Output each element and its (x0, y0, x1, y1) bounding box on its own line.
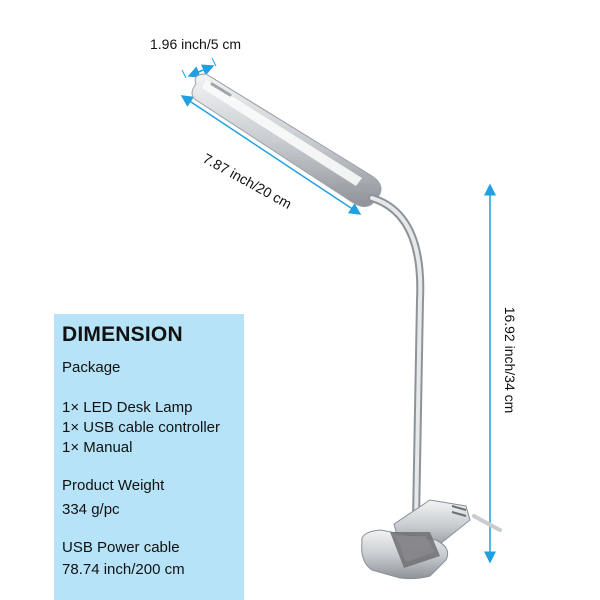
package-item-list: 1× LED Desk Lamp 1× USB cable controller… (62, 398, 244, 458)
cable-label: USB Power cable (62, 539, 180, 556)
list-item: 1× USB cable controller (62, 419, 220, 436)
weight-label: Product Weight (62, 477, 165, 494)
cable-value: 78.74 inch/200 cm (62, 561, 185, 578)
lamp-clamp (361, 499, 502, 580)
lamp-gooseneck (368, 194, 425, 524)
list-item: 1× Manual (62, 439, 133, 456)
width-arrow (181, 57, 217, 79)
dimension-info-panel: DIMENSION Package 1× LED Desk Lamp 1× US… (54, 314, 244, 600)
width-dimension-label: 1.96 inch/5 cm (150, 36, 242, 52)
height-dimension-label: 16.92 inch/34 cm (502, 306, 518, 414)
weight-value: 334 g/pc (62, 501, 120, 518)
length-arrow (180, 95, 362, 215)
package-label: Package (62, 359, 121, 376)
panel-title: DIMENSION (62, 323, 183, 346)
list-item: 1× LED Desk Lamp (62, 399, 193, 416)
lamp-head (191, 73, 382, 208)
